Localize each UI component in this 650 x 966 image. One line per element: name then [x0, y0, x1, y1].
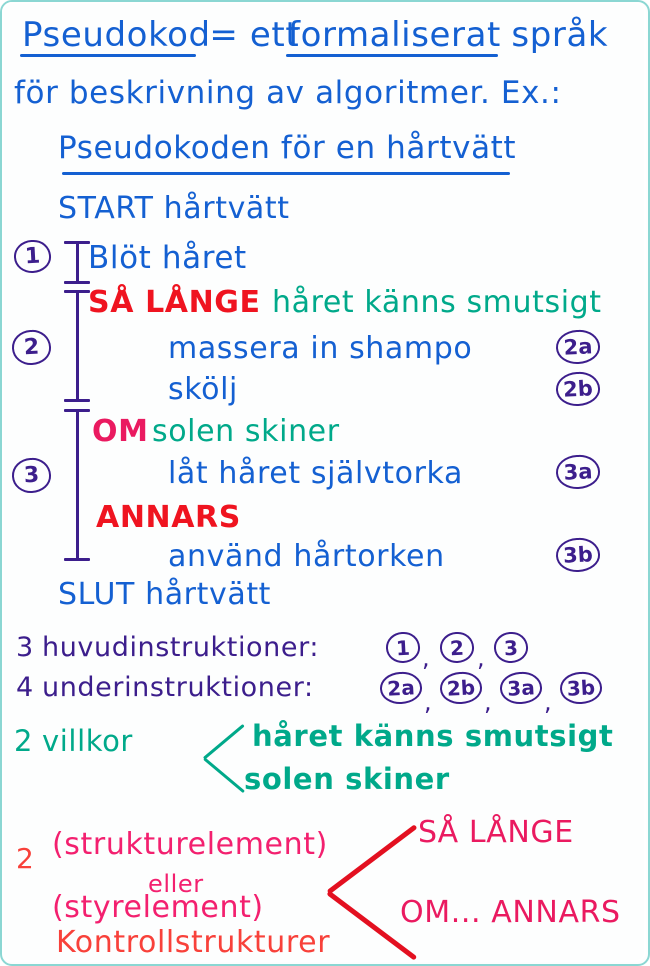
- sub-marker-2a: 2a: [555, 328, 601, 366]
- step-marker-3: 3: [11, 457, 52, 494]
- pseudocode-end: SLUT hårtvätt: [58, 577, 272, 612]
- step1-bracket-bottom: [64, 281, 90, 285]
- summary-cond-item-2: solen skiner: [244, 762, 450, 796]
- step1-bracket-line: [76, 241, 79, 283]
- summary-main-label: huvudinstruktioner:: [42, 632, 320, 663]
- structures-conjunction: eller: [148, 870, 204, 898]
- summary-sub-item-2b: 2b: [439, 670, 483, 706]
- structures-count: 2: [16, 842, 35, 875]
- summary-sub-slash-2: ,: [484, 688, 493, 716]
- step1-text: Blöt håret: [88, 240, 247, 276]
- summary-main-comma-1: ,: [422, 644, 431, 672]
- summary-main-item-2: 2: [439, 631, 475, 664]
- step3-child-2-text: använd hårtorken: [168, 539, 445, 574]
- intro-line1-formaliserat: formaliserat: [288, 15, 501, 55]
- summary-main-comma-2: ,: [477, 644, 486, 672]
- step3-else-keyword: ANNARS: [96, 500, 241, 535]
- step-marker-2: 2: [11, 329, 52, 366]
- underline-pseudokod: [20, 54, 196, 57]
- intro-line3-title: Pseudokoden för en hårtvätt: [58, 130, 517, 166]
- summary-sub-item-3a: 3a: [499, 670, 543, 706]
- step2-child-2-text: skölj: [168, 372, 238, 407]
- step2-bracket-line: [76, 290, 79, 402]
- step3-condition: solen skiner: [152, 414, 340, 449]
- step3-bracket-bottom: [64, 558, 90, 562]
- intro-line1-equals: = ett: [198, 15, 311, 55]
- summary-main-item-1: 1: [385, 631, 421, 664]
- summary-cond-count: 2: [14, 724, 34, 758]
- summary-sub-slash-1: ,: [424, 688, 433, 716]
- structures-example-1: SÅ LÅNGE: [418, 815, 574, 850]
- summary-cond-item-1: håret känns smutsigt: [252, 719, 614, 753]
- underline-title: [62, 172, 510, 175]
- summary-sub-item-2a: 2a: [379, 670, 423, 706]
- step2-keyword: SÅ LÅNGE: [88, 285, 261, 320]
- intro-line1-term: Pseudokod: [22, 15, 211, 55]
- summary-cond-label: villkor: [42, 724, 133, 758]
- summary-main-count: 3: [16, 632, 34, 663]
- step3-keyword: OM: [92, 414, 149, 449]
- sub-marker-3a: 3a: [555, 453, 601, 491]
- step2-condition: håret känns smutsigt: [272, 285, 602, 320]
- structures-term-3: Kontrollstrukturer: [56, 925, 331, 960]
- structures-term-2: (styrelement): [52, 890, 264, 925]
- summary-sub-slash-3: ,: [544, 688, 553, 716]
- step3-child-1-text: låt håret självtorka: [168, 456, 463, 491]
- step2-child-1-text: massera in shampo: [168, 331, 473, 366]
- underline-formaliserat: [286, 54, 498, 57]
- intro-line1-sprak: språk: [500, 15, 609, 55]
- step-marker-1: 1: [13, 239, 52, 274]
- summary-sub-label: underinstruktioner:: [42, 672, 314, 703]
- intro-line2: för beskrivning av algoritmer. Ex.:: [14, 75, 562, 111]
- sub-marker-3b: 3b: [555, 536, 601, 574]
- summary-main-item-3: 3: [493, 631, 529, 664]
- structures-example-2: OM... ANNARS: [400, 895, 621, 930]
- sub-marker-2b: 2b: [555, 370, 601, 408]
- pseudocode-start: START hårtvätt: [58, 191, 290, 226]
- structures-term-1: (strukturelement): [52, 827, 328, 862]
- step2-bracket-bottom: [64, 399, 90, 403]
- step3-bracket-line: [76, 409, 79, 561]
- summary-sub-item-3b: 3b: [559, 670, 603, 706]
- summary-sub-count: 4: [16, 672, 34, 703]
